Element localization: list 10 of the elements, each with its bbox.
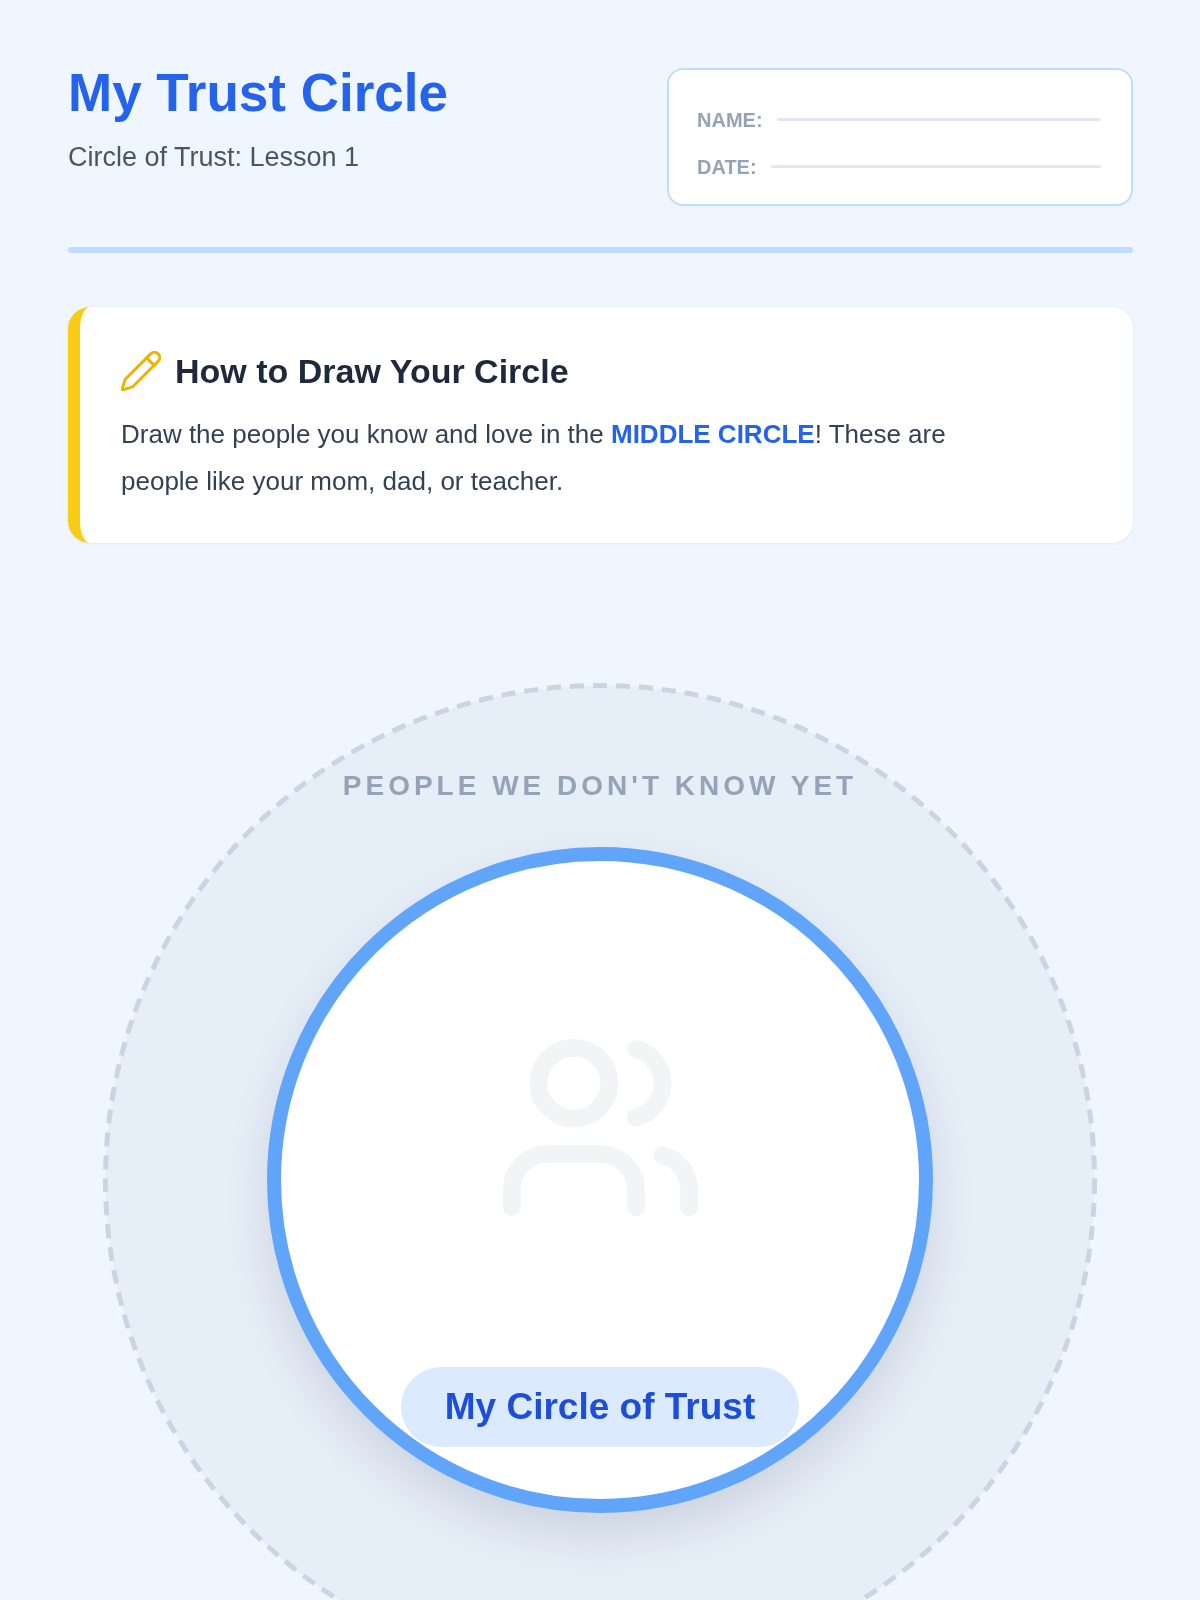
page-title: My Trust Circle bbox=[68, 62, 448, 124]
subtitle: Circle of Trust: Lesson 1 bbox=[68, 141, 360, 174]
instruction-card bbox=[68, 307, 1133, 543]
card-heading: How to Draw Your Circle bbox=[175, 351, 569, 392]
zone-label: PEOPLE WE DON'T KNOW YET bbox=[342, 769, 858, 803]
label-pill: My Circle of Trust bbox=[400, 1367, 800, 1447]
instruction-text: Draw the people you know and love in the MIDDLE CIRCLE! These are people like your mom, dad, or teacher. bbox=[121, 418, 947, 498]
name-date-panel bbox=[667, 68, 1133, 206]
field-label: NAME: bbox=[697, 107, 763, 133]
field-label: DATE: bbox=[697, 154, 757, 180]
